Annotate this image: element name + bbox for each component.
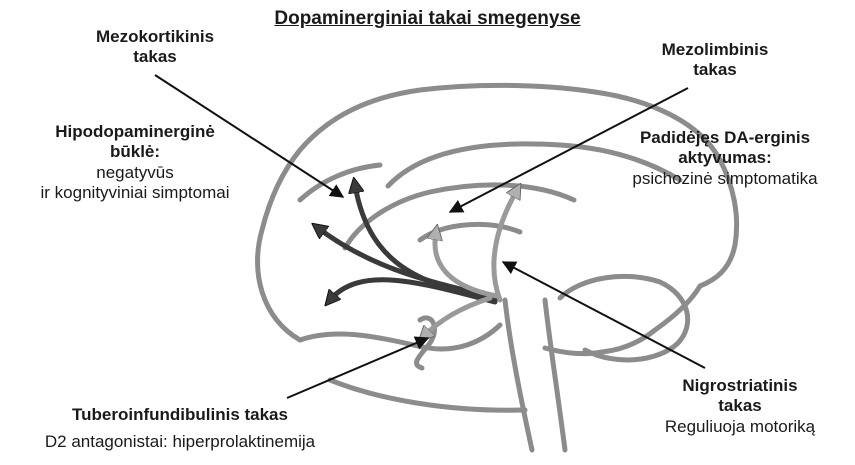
label-mezokortikinis-line2: takas (55, 47, 255, 67)
hipodopaminergine-body-1: negatyvūs (5, 163, 265, 183)
hipodopaminergine-heading-1: Hipodopaminerginė (5, 122, 265, 142)
label-mezolimbinis-line1: Mezolimbinis (615, 40, 815, 60)
brainstem-back (545, 300, 565, 450)
label-mezokortikinis-line1: Mezokortikinis (55, 27, 255, 47)
nigrostriatinis-heading-2: takas (630, 396, 850, 416)
hipodopaminergine-body-2: ir kognityviniai simptomai (5, 183, 265, 203)
label-mezokortikinis: Mezokortikinis takas (55, 27, 255, 68)
brainstem-front (505, 300, 532, 450)
hipodopaminergine-heading-2: būklė: (5, 142, 265, 162)
temporal-base (300, 325, 500, 349)
corpus-callosum (345, 185, 574, 248)
padidejes-body-1: psichozinė simptomatika (600, 169, 850, 189)
nigrostriatinis-heading-1: Nigrostriatinis (630, 376, 850, 396)
label-mezolimbinis-line2: takas (615, 60, 815, 80)
label-mezolimbinis: Mezolimbinis takas (615, 40, 815, 81)
padidejes-heading-2: aktyvumas: (600, 148, 850, 168)
nigrostriatinis-body: Reguliuoja motoriką (630, 417, 850, 437)
tuberoinfundibular-fiber (424, 298, 490, 336)
label-nigrostriatinis: Nigrostriatinis takas Reguliuoja motorik… (630, 376, 850, 437)
nigrostriatal-fiber (494, 190, 517, 300)
hypothalamus-bulge (417, 318, 435, 368)
label-padidejes: Padidėjęs DA-erginis aktyvumas: psichozi… (600, 128, 850, 189)
label-hipodopaminergine: Hipodopaminerginė būklė: negatyvūs ir ko… (5, 122, 265, 204)
tuberoinfundibulinis-heading: Tuberoinfundibulinis takas (0, 405, 360, 425)
padidejes-heading-1: Padidėjęs DA-erginis (600, 128, 850, 148)
label-tuberoinfundibulinis: Tuberoinfundibulinis takas D2 antagonist… (0, 405, 360, 453)
tuberoinfundibulinis-body: D2 antagonistai: hiperprolaktinemija (0, 432, 360, 452)
cerebrum-contour (258, 85, 737, 353)
